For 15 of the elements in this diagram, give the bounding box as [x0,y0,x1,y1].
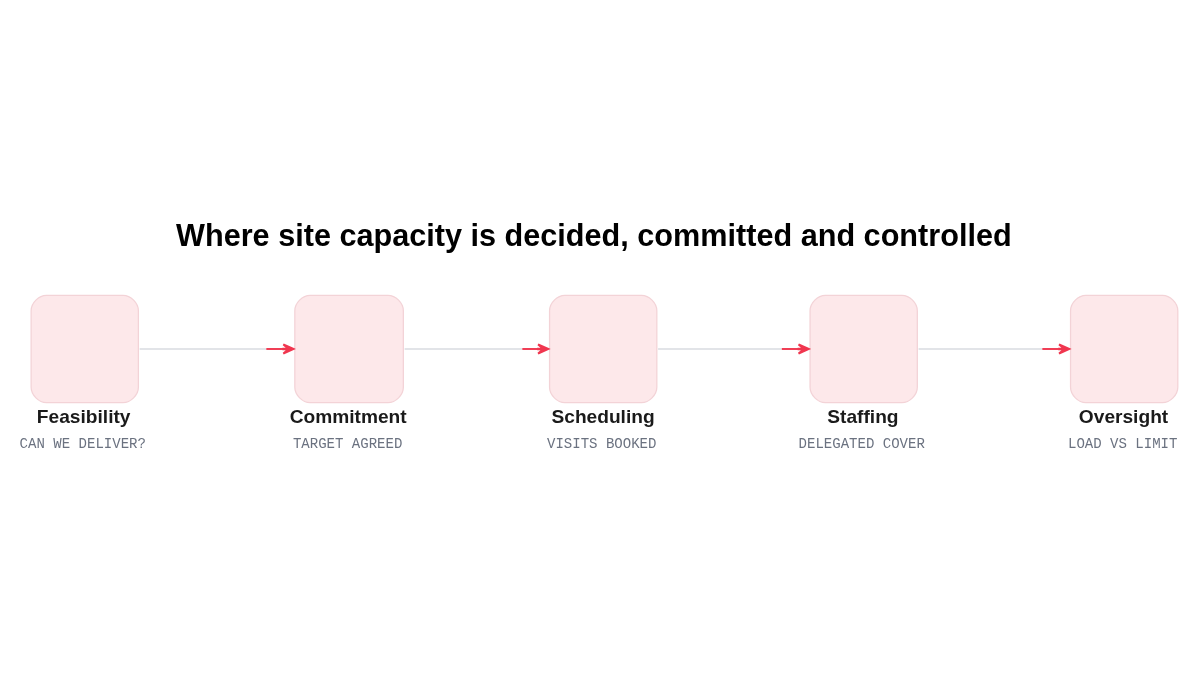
node-label: Staffing [827,406,899,428]
arrow [138,343,295,355]
arrow [917,343,1071,355]
node-label: CAN WE DELIVER? [19,436,146,453]
arrow [403,343,550,355]
node-label: DELEGATED COVER [798,436,925,453]
node-label: Feasibility [36,406,131,428]
node-label: Oversight [1078,406,1169,428]
node-label: Scheduling [551,406,655,428]
diagram-title: Where site capacity is decided, committed and controlled [176,218,1012,253]
node-label: TARGET AGREED [292,436,403,453]
node-label: Commitment [289,406,407,428]
node-label: LOAD VS LIMIT [1067,436,1178,453]
node-label: VISITS BOOKED [547,436,657,453]
arrow [657,343,810,355]
